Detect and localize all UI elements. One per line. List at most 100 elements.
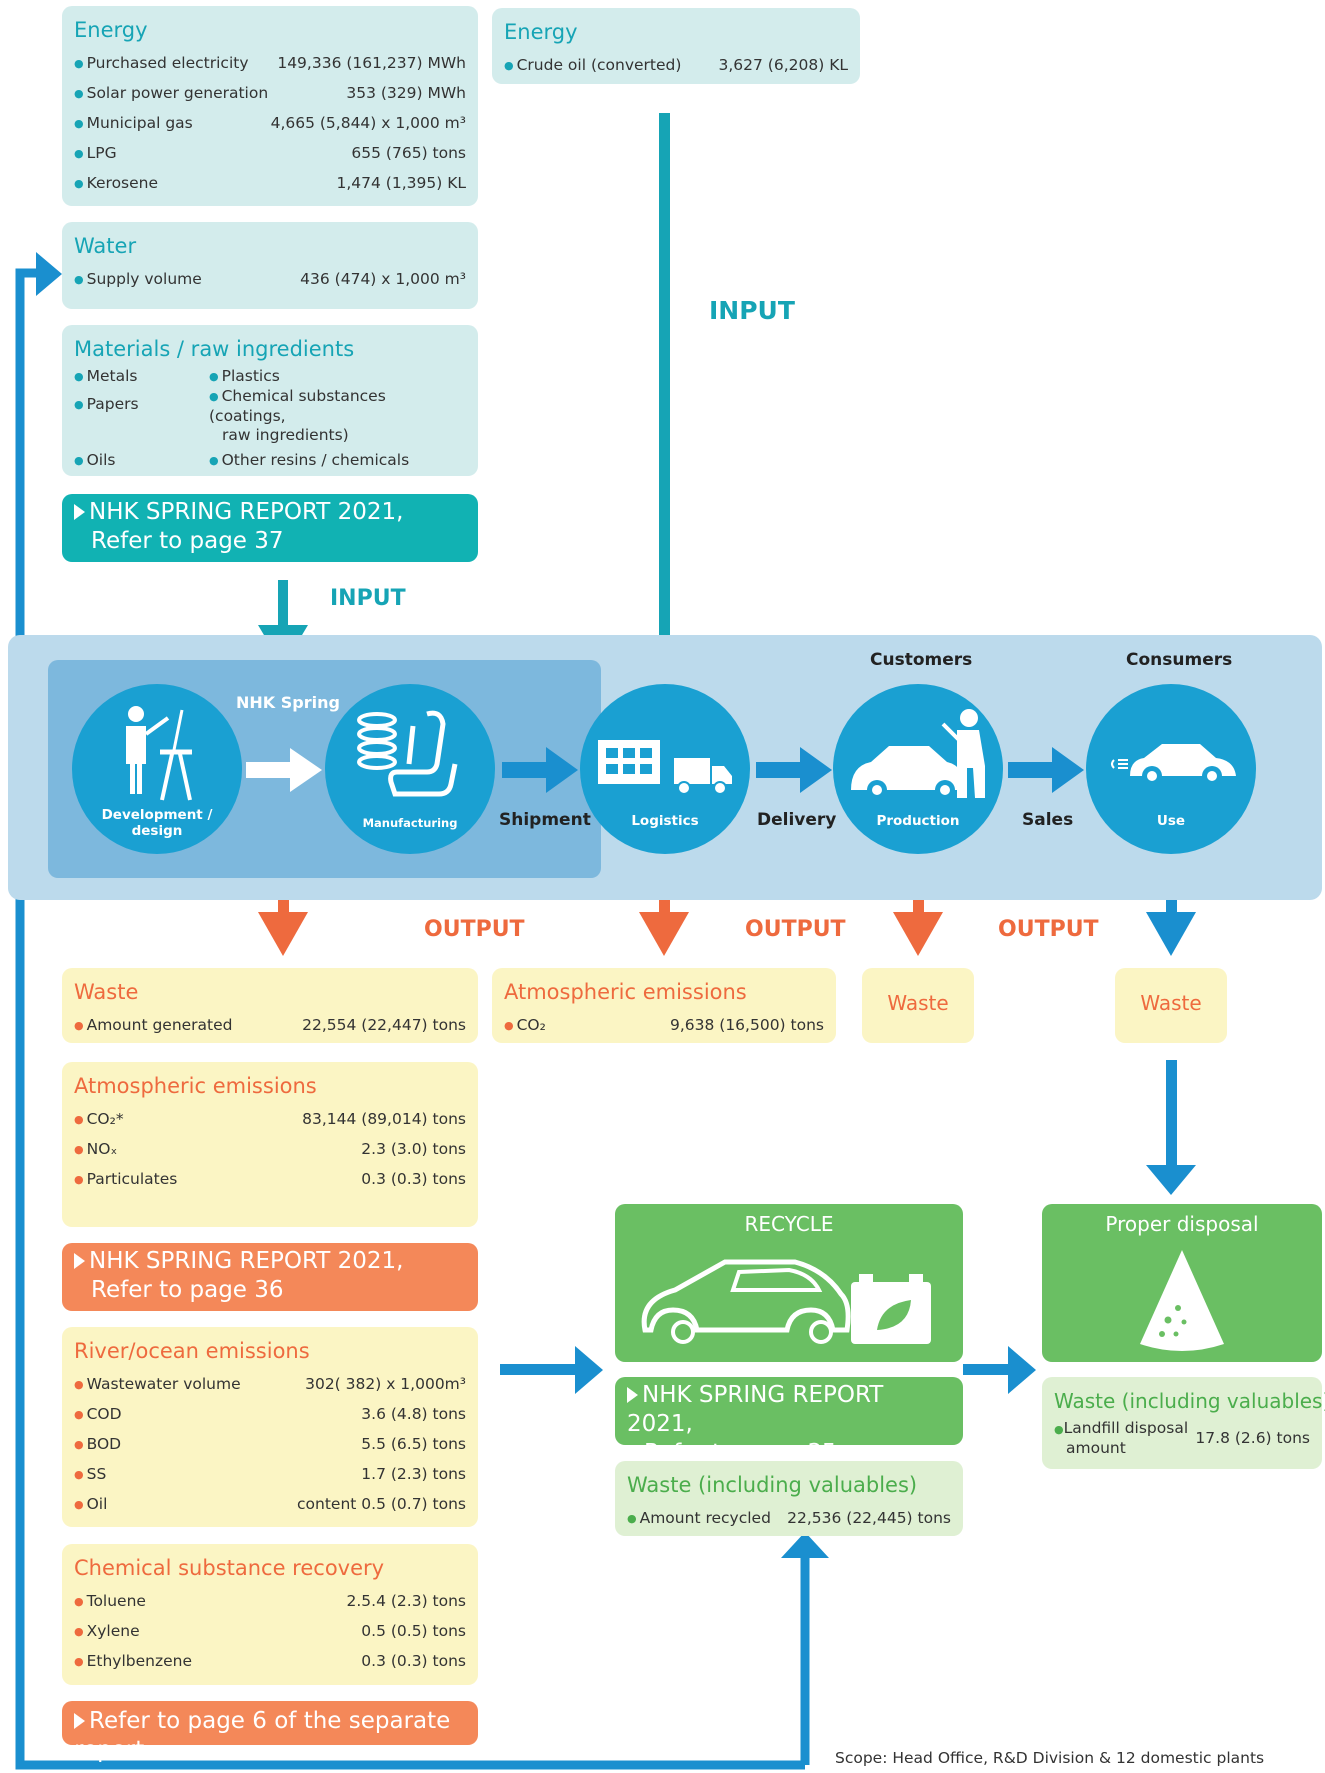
output-label-1: OUTPUT — [424, 917, 525, 942]
row-value: 302( 382) x 1,000m³ — [305, 1375, 466, 1393]
report-link-page-36[interactable]: NHK SPRING REPORT 2021, Refer to page 36 — [62, 1243, 478, 1311]
use-stage: Use — [1086, 684, 1256, 854]
data-row: Amount recycled 22,536 (22,445) tons — [627, 1503, 951, 1533]
row-label: Solar power generation — [74, 78, 269, 110]
waste-title: Waste — [74, 980, 139, 1004]
shipment-arrow — [502, 747, 578, 793]
landfill-row: ●Landfill disposal amount 17.8 (2.6) ton… — [1054, 1419, 1310, 1458]
development-label-2: design — [131, 823, 183, 839]
row-label: Amount recycled — [627, 1503, 771, 1535]
use-label: Use — [1156, 813, 1186, 829]
row-label: LPG — [74, 138, 117, 170]
row-value: 0.3 (0.3) tons — [361, 1170, 466, 1188]
row-value: 22,536 (22,445) tons — [787, 1509, 951, 1527]
chemical-title: Chemical substance recovery — [74, 1556, 385, 1580]
disposal-waste-panel: Waste (including valuables) ●Landfill di… — [1042, 1377, 1325, 1469]
manufacturing-label: Manufacturing — [362, 816, 458, 830]
row-value: 2.5.4 (2.3) tons — [346, 1592, 467, 1610]
material-item: Oils — [74, 447, 209, 469]
row-label: Ethylbenzene — [74, 1646, 192, 1678]
landfill-pile-icon — [1140, 1250, 1224, 1351]
triangle-icon — [74, 1713, 85, 1729]
data-row: Particulates 0.3 (0.3) tons — [74, 1164, 466, 1194]
row-value: 3.6 (4.8) tons — [361, 1405, 466, 1423]
triangle-icon — [74, 1253, 85, 1269]
data-row: BOD 5.5 (6.5) tons — [74, 1429, 466, 1459]
row-label: Wastewater volume — [74, 1369, 241, 1401]
building-truck-icon — [598, 740, 732, 795]
data-row: SS1.7 (2.3) tons — [74, 1459, 466, 1489]
row-label: Xylene — [74, 1616, 140, 1648]
production-label: Production — [876, 813, 960, 829]
row-value: 2.3 (3.0) tons — [361, 1140, 466, 1158]
row-label: COD — [74, 1399, 122, 1431]
atmospheric-output-panel: Atmospheric emissions CO₂*83,144 (89,014… — [62, 1062, 478, 1227]
water-return-arrowhead — [36, 252, 62, 296]
row-value: 5.5 (6.5) tons — [361, 1435, 466, 1453]
development-label: Development / design — [72, 807, 242, 839]
spring-seat-icon — [357, 710, 458, 797]
row-value: 149,336 (161,237) MWh — [277, 54, 466, 72]
material-item: Other resins / chemicals — [209, 447, 466, 469]
triangle-icon — [74, 504, 85, 520]
recycle-box: RECYCLE — [615, 1204, 963, 1362]
row-value: 3,627 (6,208) KL — [718, 56, 849, 74]
data-row: COD 3.6 (4.8) tons — [74, 1399, 466, 1429]
water-title: Water — [74, 234, 137, 258]
river-rows: Wastewater volume 302( 382) x 1,000m³ COD 3… — [74, 1369, 466, 1519]
row-label: CO₂ — [504, 1010, 546, 1042]
row-label: Oil — [74, 1489, 108, 1521]
atmospheric-logistics-title: Atmospheric emissions — [504, 980, 747, 1004]
row-value: 22,554 (22,447) tons — [302, 1016, 466, 1034]
disposal-box: Proper disposal — [1042, 1204, 1322, 1362]
row-value: 655 (765) tons — [351, 144, 466, 162]
ref-line2: Refer to page 37 — [91, 528, 284, 554]
production-stage: Production — [833, 684, 1003, 854]
row-label: Amount generated — [74, 1010, 233, 1042]
row-value: 353 (329) MWh — [346, 84, 466, 102]
row-label: BOD — [74, 1429, 122, 1461]
row-value: 436 (474) x 1,000 m³ — [300, 270, 466, 288]
report-link-separate[interactable]: Refer to page 6 of the separate report — [62, 1701, 478, 1763]
waste-use-box: Waste — [1115, 968, 1227, 1043]
mechanic-car-icon — [851, 709, 985, 800]
material-item: Plastics — [209, 367, 466, 385]
row-label: Municipal gas — [74, 108, 193, 140]
chemical-recovery-panel: Chemical substance recovery Toluene2.5.4… — [62, 1544, 478, 1685]
output-label-2: OUTPUT — [745, 917, 846, 942]
energy-crude-title: Energy — [504, 20, 578, 44]
row-value: 83,144 (89,014) tons — [302, 1110, 466, 1128]
report-link-page-37[interactable]: NHK SPRING REPORT 2021, Refer to page 37 — [62, 494, 478, 562]
report-link-page-35[interactable]: NHK SPRING REPORT 2021, Refer to page 35 — [615, 1377, 963, 1466]
scope-note: Scope: Head Office, R&D Division & 12 do… — [835, 1749, 1265, 1767]
nhk-spring-label: NHK Spring — [236, 693, 340, 712]
row-label: SS — [74, 1459, 107, 1491]
atmospheric-title: Atmospheric emissions — [74, 1074, 317, 1098]
landfill-label-text: Landfill disposal — [1063, 1419, 1189, 1437]
energy-title: Energy — [74, 18, 148, 42]
landfill-label-2: amount — [1066, 1439, 1126, 1457]
car-icon — [1111, 744, 1236, 786]
landfill-value: 17.8 (2.6) tons — [1195, 1429, 1310, 1447]
logistics-label: Logistics — [631, 813, 699, 829]
recycle-waste-title: Waste (including valuables) — [627, 1473, 918, 1497]
recycle-waste-rows: Amount recycled 22,536 (22,445) tons — [627, 1503, 951, 1533]
disposal-title: Proper disposal — [1105, 1212, 1259, 1236]
data-row: Crude oil (converted) 3,627 (6,208) KL — [504, 50, 848, 80]
row-label: Crude oil (converted) — [504, 50, 682, 82]
logistics-stage: Logistics — [580, 684, 750, 854]
sales-arrow — [1008, 747, 1084, 793]
triangle-icon — [627, 1387, 638, 1403]
data-row: Solar power generation 353 (329) MWh — [74, 78, 466, 108]
row-label: Particulates — [74, 1164, 178, 1196]
development-label-1: Development / — [101, 807, 213, 823]
river-output-panel: River/ocean emissions Wastewater volume3… — [62, 1327, 478, 1527]
ref-line1: NHK SPRING REPORT 2021, — [89, 1248, 404, 1274]
